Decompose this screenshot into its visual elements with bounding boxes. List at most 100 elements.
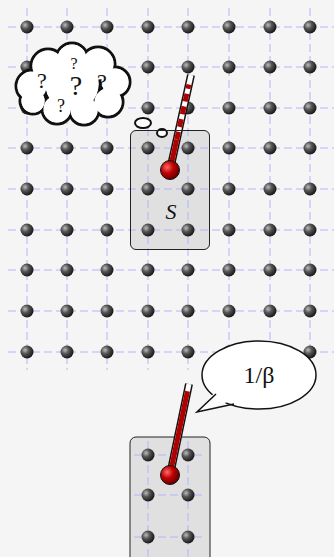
lattice-atom: [61, 142, 74, 155]
thermometer-tube: [170, 384, 189, 475]
lattice-atom: [142, 21, 155, 34]
thermometer-tube: [170, 75, 191, 170]
lattice-atom: [142, 102, 155, 115]
lattice-atom: [264, 305, 277, 318]
lattice-atom: [21, 346, 34, 359]
lattice-atom: [264, 264, 277, 277]
lattice-atom: [182, 61, 195, 74]
lattice-atom: [182, 142, 195, 155]
question-mark: ?: [37, 70, 47, 92]
lattice-atom: [223, 61, 236, 74]
thermometer-mercury: [177, 85, 189, 140]
lattice-line: [8, 189, 334, 190]
question-mark: ?: [97, 71, 107, 93]
thermometer: [161, 384, 190, 485]
lattice-atom: [21, 142, 34, 155]
lattice-atom: [264, 183, 277, 196]
bath-box: [130, 437, 210, 557]
thermometer: [161, 75, 192, 180]
cloud-fill: [21, 89, 44, 112]
lattice-atom: [142, 183, 155, 196]
lattice-line: [8, 230, 334, 231]
lattice-atom: [21, 21, 34, 34]
lattice-atom: [304, 264, 317, 277]
lattice-atom: [61, 305, 74, 318]
lattice-atom: [101, 142, 114, 155]
question-mark: ?: [70, 56, 77, 72]
lattice-atom: [101, 305, 114, 318]
lattice-atom: [101, 21, 114, 34]
lattice-atom: [21, 224, 34, 237]
bubble-tail: [197, 394, 234, 412]
lattice-atom: [304, 224, 317, 237]
lattice-atom: [142, 142, 155, 155]
lattice-atom: [182, 531, 195, 544]
lattice-atom: [61, 346, 74, 359]
thermometer-tube: [170, 75, 191, 170]
lattice-atom: [304, 142, 317, 155]
lattice-atom: [61, 21, 74, 34]
question-mark: ?: [57, 97, 65, 115]
lattice-atom: [101, 346, 114, 359]
thermometer-bulb: [161, 161, 180, 180]
lattice-atom: [223, 102, 236, 115]
node-label: 1/β: [244, 363, 275, 387]
lattice-atom: [182, 489, 195, 502]
bubble-tail-fill: [197, 391, 234, 412]
lattice-atom: [21, 305, 34, 318]
thought-cloud: ?????: [12, 44, 132, 124]
lattice-atom: [142, 224, 155, 237]
lattice-line: [8, 27, 334, 28]
lattice-atom: [182, 224, 195, 237]
lattice-atom: [264, 102, 277, 115]
lattice-atom: [142, 305, 155, 318]
lattice-atom: [101, 264, 114, 277]
lattice-atom: [223, 305, 236, 318]
lattice-atom: [223, 142, 236, 155]
thermometer-mercury: [170, 391, 187, 475]
lattice-atom: [101, 224, 114, 237]
lattice-atom: [304, 21, 317, 34]
lattice-atom: [304, 102, 317, 115]
lattice-atom: [61, 183, 74, 196]
subsystem-box-outline: [131, 131, 211, 251]
lattice-atom: [21, 183, 34, 196]
thought-bubble: [135, 118, 151, 128]
lattice-atom: [101, 183, 114, 196]
lattice-atom: [304, 61, 317, 74]
lattice-atom: [264, 21, 277, 34]
lattice-atom: [304, 305, 317, 318]
lattice-atom: [182, 305, 195, 318]
lattice-atom: [182, 21, 195, 34]
lattice-atom: [182, 264, 195, 277]
lattice-atom: [182, 449, 195, 462]
lattice-atom: [223, 264, 236, 277]
lattice-atom: [264, 142, 277, 155]
subsystem-box: S: [130, 130, 210, 250]
thermometer-bulb: [161, 466, 180, 485]
lattice-atom: [182, 346, 195, 359]
lattice-atom: [61, 264, 74, 277]
lattice-atom: [142, 449, 155, 462]
node-label: S: [166, 201, 177, 223]
speech-bubble: 1/β: [201, 340, 317, 410]
lattice-line: [8, 270, 334, 271]
lattice-atom: [142, 489, 155, 502]
lattice-atom: [264, 61, 277, 74]
lattice-atom: [142, 61, 155, 74]
lattice-line: [8, 311, 334, 312]
question-mark: ?: [70, 72, 82, 100]
lattice-atom: [142, 531, 155, 544]
lattice-atom: [21, 264, 34, 277]
lattice-atom: [223, 183, 236, 196]
thermometer-tube: [170, 384, 189, 475]
lattice-atom: [223, 224, 236, 237]
lattice-atom: [142, 264, 155, 277]
lattice-atom: [142, 346, 155, 359]
lattice-atom: [264, 224, 277, 237]
lattice-atom: [223, 21, 236, 34]
lattice-atom: [304, 183, 317, 196]
lattice-atom: [61, 224, 74, 237]
lattice-atom: [182, 183, 195, 196]
